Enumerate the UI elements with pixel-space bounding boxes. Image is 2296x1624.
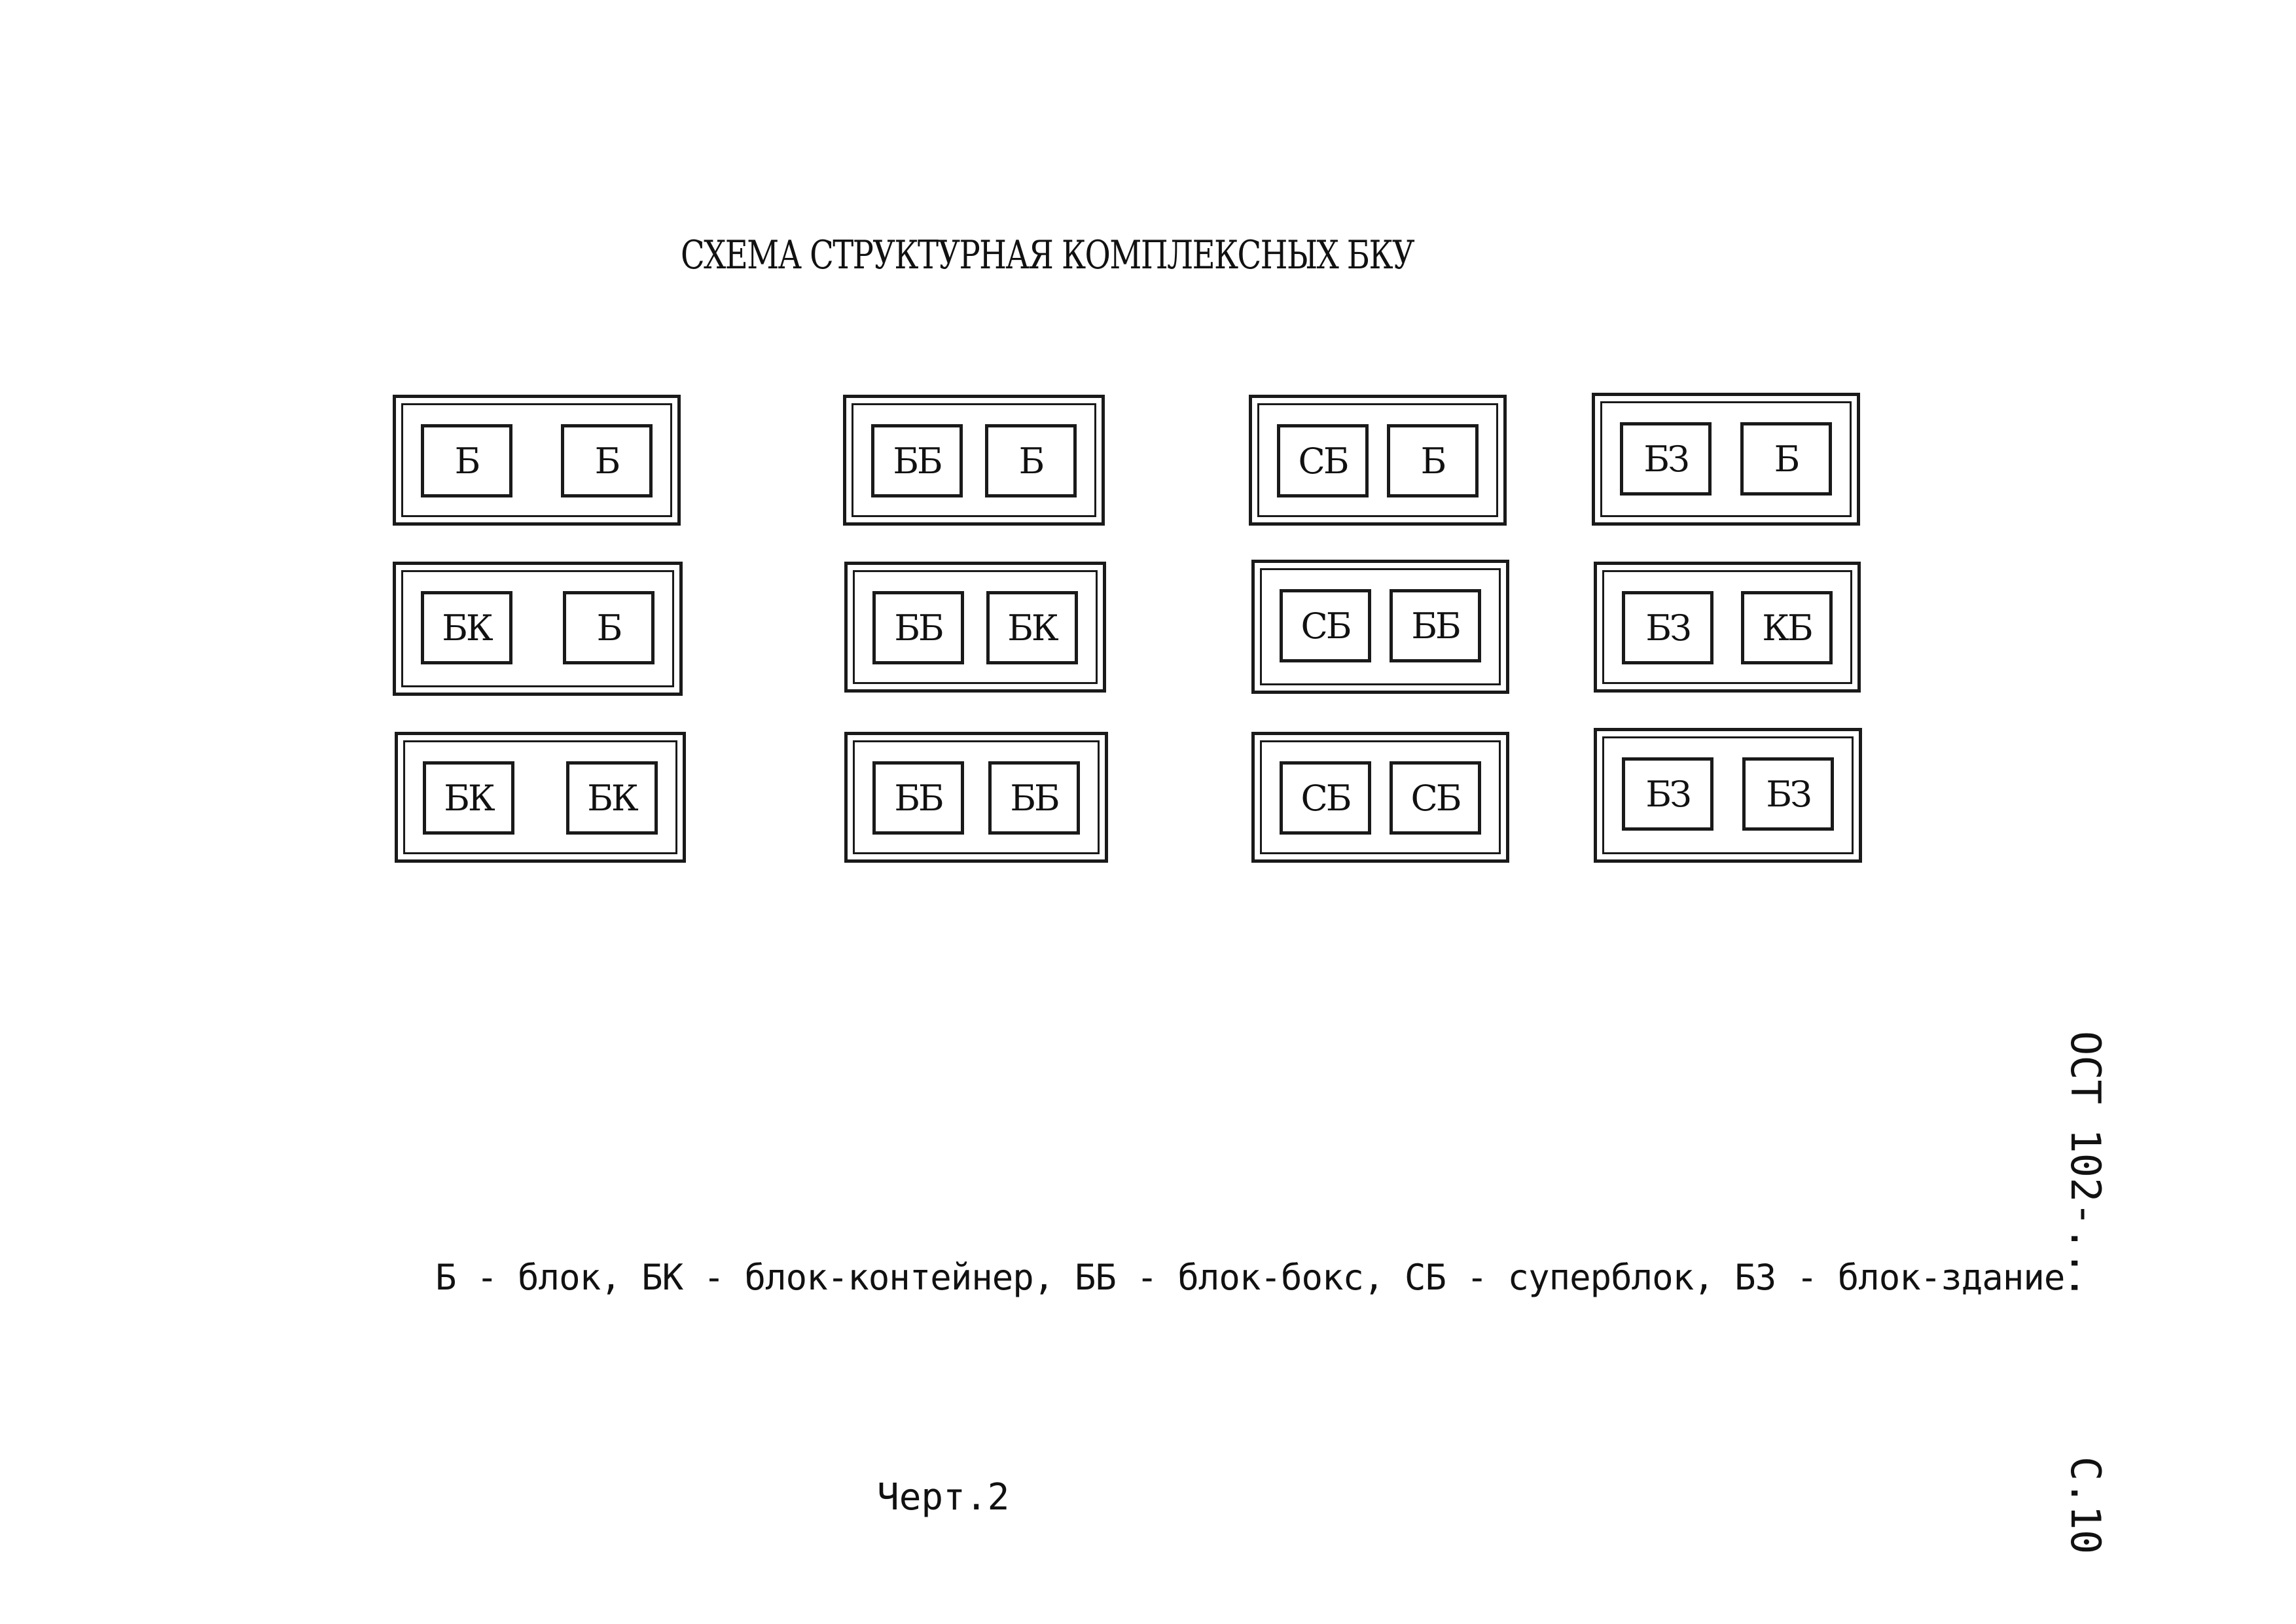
- complex-r3-c2: ББ ББ: [844, 732, 1108, 863]
- inner-frame: [401, 570, 674, 687]
- legend-text: Б - блок, БК - блок-контейнер, ББ - блок…: [435, 1257, 2065, 1298]
- inner-frame: [401, 403, 672, 517]
- complex-r1-c4: БЗ Б: [1592, 393, 1860, 526]
- block-left: СБ: [1280, 761, 1371, 835]
- inner-frame: [853, 740, 1100, 854]
- block-left: Б: [421, 424, 512, 497]
- complex-r2-c3: СБ ББ: [1251, 560, 1509, 694]
- complex-r2-c1: БК Б: [393, 562, 683, 696]
- block-right: Б: [1387, 424, 1479, 497]
- complex-r3-c4: БЗ БЗ: [1594, 728, 1862, 863]
- complex-r1-c3: СБ Б: [1249, 395, 1507, 526]
- inner-frame: [852, 403, 1096, 517]
- inner-frame: [1600, 401, 1852, 517]
- complex-r1-c2: ББ Б: [843, 395, 1105, 526]
- block-right: КБ: [1741, 591, 1833, 664]
- block-left: БК: [423, 761, 514, 835]
- block-right: БК: [566, 761, 658, 835]
- drawing-caption: Черт.2: [877, 1476, 1010, 1519]
- block-left: ББ: [872, 761, 964, 835]
- page-number: С.10: [2062, 1456, 2109, 1555]
- block-left: ББ: [872, 591, 964, 664]
- inner-frame: [1260, 740, 1501, 854]
- block-right: БК: [986, 591, 1078, 664]
- inner-frame: [1257, 403, 1498, 517]
- inner-frame: [403, 740, 677, 854]
- document-number: ОСТ 102-...: [2062, 1031, 2109, 1300]
- inner-frame: [853, 570, 1098, 684]
- complex-r3-c1: БК БК: [395, 732, 686, 863]
- block-right: ББ: [988, 761, 1080, 835]
- block-right: ББ: [1390, 589, 1481, 662]
- inner-frame: [1260, 568, 1501, 685]
- block-right: Б: [985, 424, 1077, 497]
- block-left: СБ: [1280, 589, 1371, 662]
- block-right: СБ: [1390, 761, 1481, 835]
- block-right: Б: [563, 591, 655, 664]
- inner-frame: [1602, 736, 1854, 854]
- inner-frame: [1602, 570, 1852, 684]
- complex-r2-c4: БЗ КБ: [1594, 562, 1861, 693]
- block-right: Б: [561, 424, 653, 497]
- block-left: ББ: [871, 424, 963, 497]
- complex-r2-c2: ББ БК: [844, 562, 1106, 693]
- complex-r3-c3: СБ СБ: [1251, 732, 1509, 863]
- block-right: БЗ: [1742, 757, 1834, 831]
- block-left: БЗ: [1622, 757, 1713, 831]
- block-left: БЗ: [1622, 591, 1713, 664]
- diagram-title: СХЕМА СТРУКТУРНАЯ КОМПЛЕКСНЫХ БКУ: [681, 232, 1415, 278]
- block-right: Б: [1740, 422, 1832, 496]
- block-left: БК: [421, 591, 512, 664]
- block-left: БЗ: [1620, 422, 1712, 496]
- block-left: СБ: [1277, 424, 1369, 497]
- complex-r1-c1: Б Б: [393, 395, 681, 526]
